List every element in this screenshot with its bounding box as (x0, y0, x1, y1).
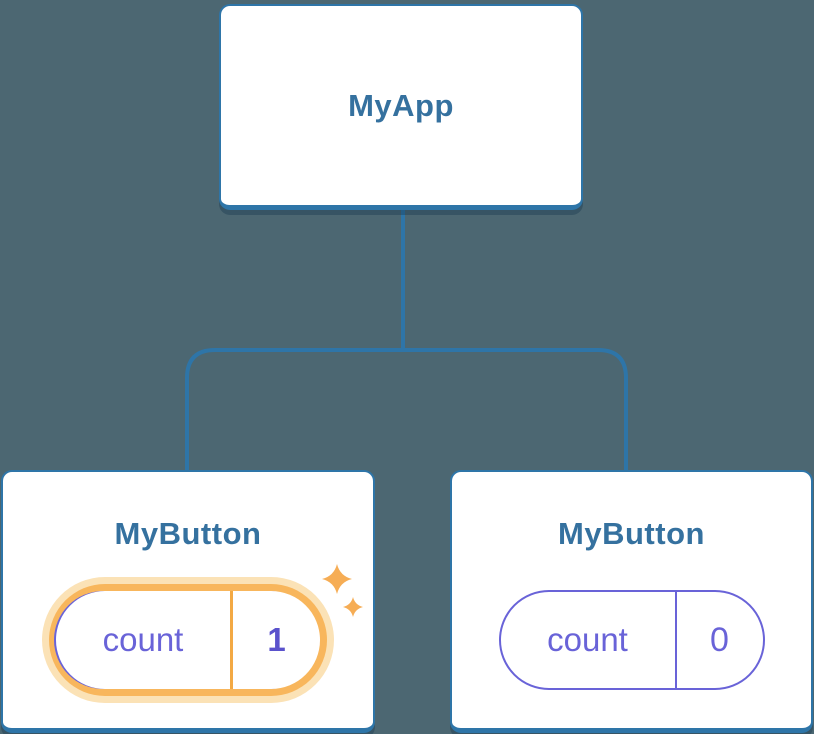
state-pill: count 0 (498, 590, 765, 690)
state-value: 0 (710, 620, 729, 659)
highlight-ring: count 1 (49, 584, 327, 696)
node-title: MyButton (114, 516, 262, 551)
node-mybutton-left: MyButton count 1 (1, 470, 375, 733)
state-key-label: count (547, 621, 628, 658)
pill-divider (674, 592, 677, 688)
pill-divider (230, 591, 233, 689)
node-myapp: MyApp (219, 4, 583, 210)
state-key-label: count (102, 621, 184, 658)
node-mybutton-right: MyButton count 0 (450, 470, 813, 733)
state-value: 1 (267, 621, 286, 658)
node-title: MyButton (558, 516, 705, 551)
state-value-cell: 1 (233, 591, 320, 689)
connector-bracket (185, 348, 628, 472)
highlight-halo: count 1 (42, 577, 334, 703)
state-key-cell: count (501, 592, 675, 688)
state-key-cell: count (56, 591, 230, 689)
state-pill-highlighted: count 1 (42, 577, 334, 703)
node-title: MyApp (348, 87, 454, 123)
state-pill-plain: count 0 (498, 590, 765, 690)
state-value-cell: 0 (677, 592, 763, 688)
state-pill: count 1 (56, 591, 320, 689)
